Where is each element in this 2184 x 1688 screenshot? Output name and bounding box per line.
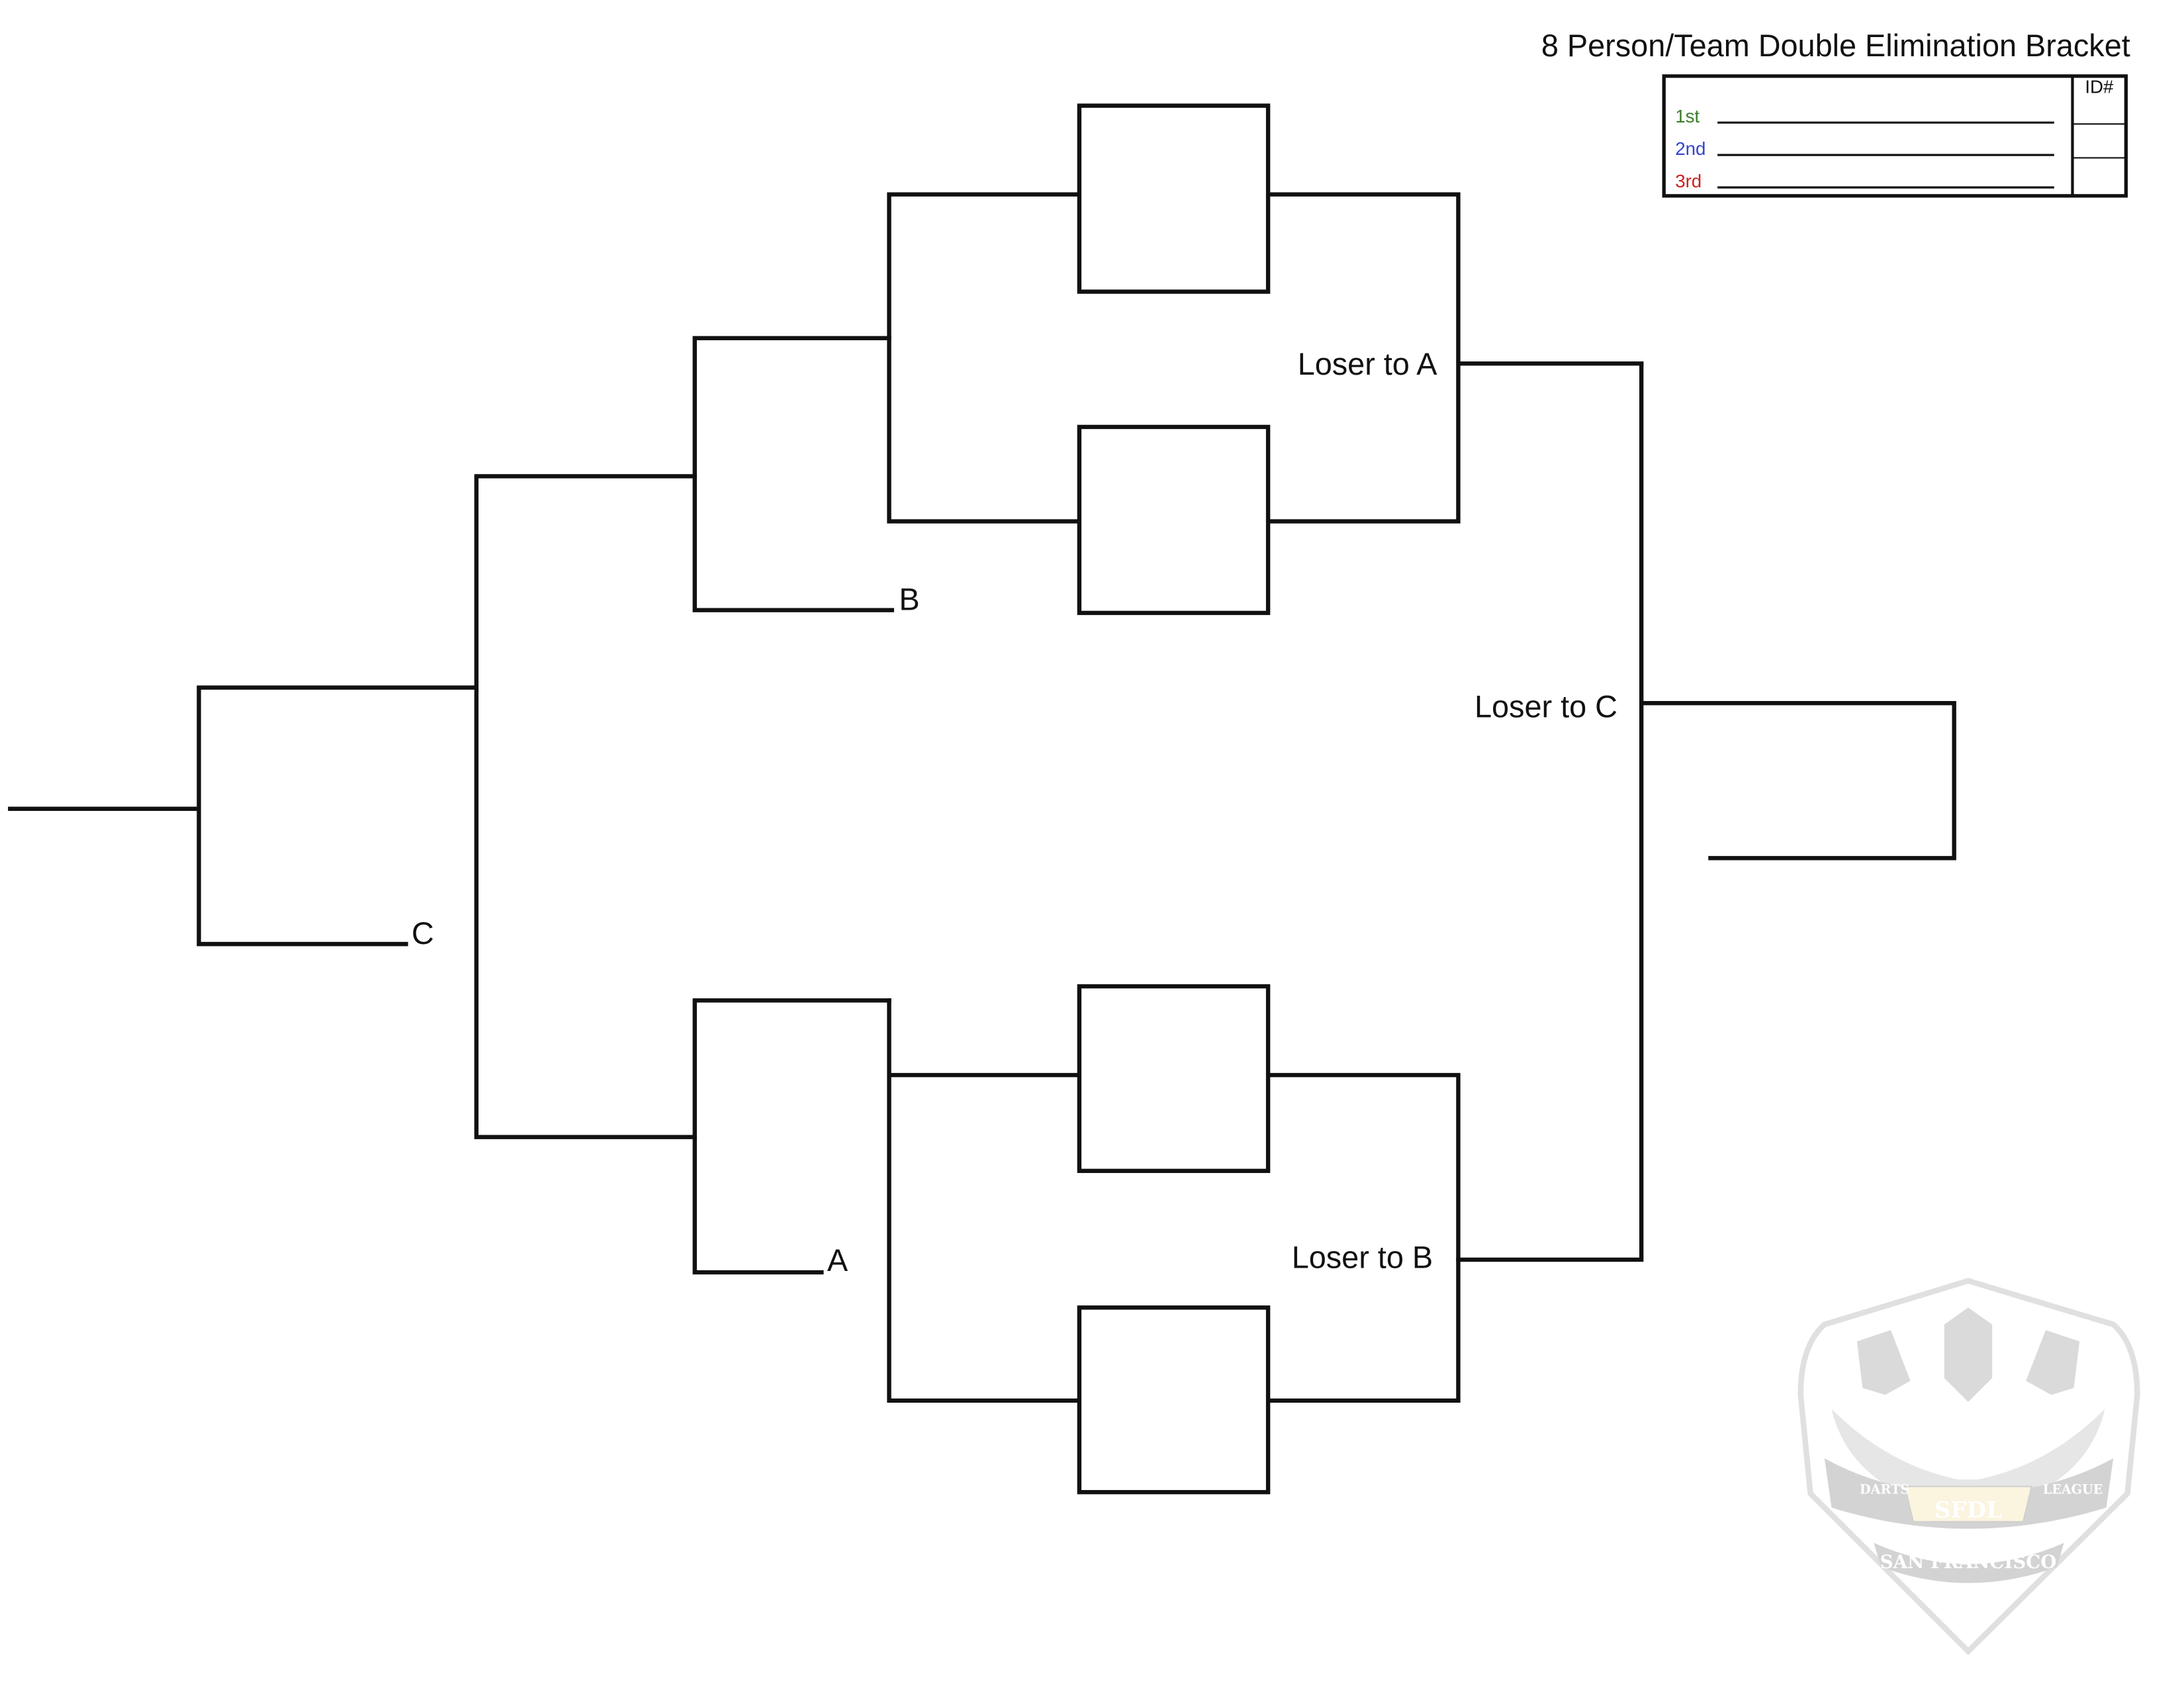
logo-league-text: LEAGUE (2043, 1481, 2103, 1497)
logo-san-francisco-text: SAN FRANCISCO (1880, 1551, 2057, 1573)
page-title: 8 Person/Team Double Elimination Bracket (1541, 28, 2130, 63)
match-box-4[interactable] (1077, 1305, 1271, 1495)
place-2nd-label: 2nd (1675, 138, 1706, 159)
slot-c-label: C (412, 916, 434, 951)
match-box-2[interactable] (1077, 424, 1271, 616)
logo-darts-text: DARTS (1860, 1481, 1909, 1497)
match-box-1[interactable] (1077, 103, 1271, 294)
loser-to-b-label: Loser to B (1292, 1241, 1433, 1275)
place-3rd-label: 3rd (1675, 171, 1702, 191)
loser-to-c-label: Loser to C (1475, 689, 1617, 724)
slot-b-label: B (899, 583, 919, 617)
loser-to-a-label: Loser to A (1298, 347, 1438, 381)
place-1st-label: 1st (1675, 106, 1700, 126)
match-box-3[interactable] (1077, 984, 1271, 1174)
sfdl-logo-watermark: SFDL DARTS LEAGUE SAN FRANCISCO (1797, 1278, 2140, 1656)
bracket-lines (8, 192, 1956, 1403)
logo-sfdl-text: SFDL (1934, 1497, 2002, 1523)
results-table: ID# 1st 2nd 3rd (1662, 74, 2128, 198)
slot-a-label: A (827, 1243, 848, 1278)
id-header: ID# (2085, 76, 2114, 97)
